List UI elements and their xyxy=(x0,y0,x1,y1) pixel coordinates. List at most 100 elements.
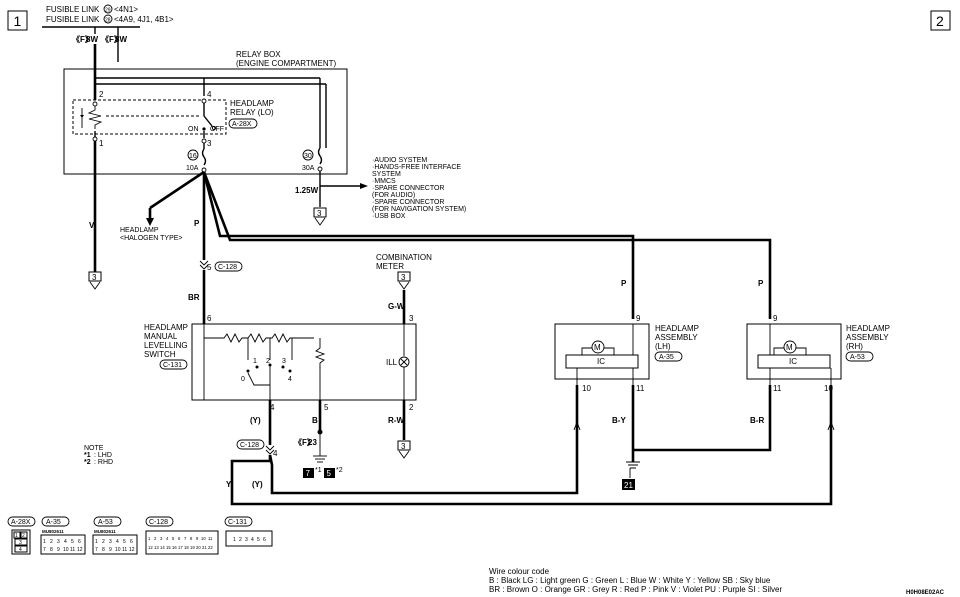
svg-text:B-R: B-R xyxy=(750,416,764,425)
svg-text:10: 10 xyxy=(63,547,69,553)
svg-text:11: 11 xyxy=(122,547,127,553)
svg-text:《F》: 《F》 xyxy=(101,34,122,44)
svg-text:3: 3 xyxy=(317,209,322,218)
drawing-code: H0H08E02AC xyxy=(906,590,945,596)
svg-text:5: 5 xyxy=(71,539,74,545)
svg-text:2: 2 xyxy=(50,539,53,545)
svg-text:8: 8 xyxy=(50,547,53,553)
svg-text:11: 11 xyxy=(70,547,75,553)
svg-text:14: 14 xyxy=(160,545,165,550)
svg-text:: RHD: : RHD xyxy=(94,459,113,466)
svg-text:19: 19 xyxy=(190,545,195,550)
svg-text:P: P xyxy=(194,219,200,228)
svg-text:11: 11 xyxy=(208,536,213,541)
svg-text:C-128: C-128 xyxy=(218,264,237,271)
svg-text:R-W: R-W xyxy=(388,416,404,425)
svg-text:ILL: ILL xyxy=(386,358,398,367)
svg-text:2: 2 xyxy=(239,537,242,543)
svg-text:·HANDS-FREE INTERFACE: ·HANDS-FREE INTERFACE xyxy=(372,164,461,171)
svg-text:MANUAL: MANUAL xyxy=(144,332,178,341)
svg-text:(FOR NAVIGATION SYSTEM): (FOR NAVIGATION SYSTEM) xyxy=(372,206,466,213)
svg-text:15: 15 xyxy=(166,545,171,550)
svg-text:IC: IC xyxy=(789,357,797,366)
svg-text:9: 9 xyxy=(196,536,199,541)
svg-text:1: 1 xyxy=(99,139,104,148)
svg-text:10: 10 xyxy=(824,384,833,393)
svg-text:B : Black LG : Light green: B : Black LG : Light green G : Green L :… xyxy=(489,576,771,585)
switch-output-wires: (Y) 4 C-128 Y (Y) B 《F》 23 7 *1 5 *2 R-W… xyxy=(226,385,833,506)
svg-text:8W: 8W xyxy=(86,35,98,44)
svg-text:10: 10 xyxy=(582,384,591,393)
svg-text:7: 7 xyxy=(184,536,187,541)
svg-text:SYSTEM: SYSTEM xyxy=(372,171,401,178)
svg-text:2: 2 xyxy=(99,90,104,99)
svg-text:V: V xyxy=(89,221,95,230)
svg-text:20: 20 xyxy=(196,545,201,550)
svg-text:10: 10 xyxy=(201,536,206,541)
svg-text:3: 3 xyxy=(401,442,406,451)
svg-text:4: 4 xyxy=(116,539,119,545)
svg-text:METER: METER xyxy=(376,262,404,271)
svg-text:(RH): (RH) xyxy=(846,342,863,351)
svg-text:ON: ON xyxy=(188,126,199,133)
svg-text:: LHD: : LHD xyxy=(94,452,112,459)
svg-text:NOTE: NOTE xyxy=(84,445,104,452)
svg-text:2: 2 xyxy=(409,403,414,412)
svg-text:(LH): (LH) xyxy=(655,342,671,351)
connector-legend: A-28X 1 2 3 4 A-35 MU802611 1 2 3 4 5 6 … xyxy=(7,516,273,555)
svg-text:HEADLAMP: HEADLAMP xyxy=(120,227,159,234)
svg-text:HEADLAMP: HEADLAMP xyxy=(230,99,274,108)
svg-text:1.25W: 1.25W xyxy=(295,186,319,195)
svg-text:8: 8 xyxy=(190,536,193,541)
svg-text:2: 2 xyxy=(936,13,944,29)
svg-text:12: 12 xyxy=(129,547,135,553)
svg-text:8: 8 xyxy=(102,547,105,553)
svg-text:7: 7 xyxy=(306,469,311,478)
svg-text:M: M xyxy=(786,343,793,352)
relay-box: RELAY BOX (ENGINE COMPARTMENT) 2 4 1 ON … xyxy=(63,50,348,235)
svg-text:13: 13 xyxy=(154,545,159,550)
svg-text:30: 30 xyxy=(304,153,312,160)
svg-text:RELAY BOX: RELAY BOX xyxy=(236,50,281,59)
svg-text:·SPARE CONNECTOR: ·SPARE CONNECTOR xyxy=(372,199,444,206)
svg-text:MU802611: MU802611 xyxy=(42,529,64,534)
wire-colour-code: Wire colour code B : Black LG : Light gr… xyxy=(489,567,782,594)
svg-text:10: 10 xyxy=(115,547,121,553)
svg-text:1: 1 xyxy=(148,536,151,541)
svg-text:IC: IC xyxy=(597,357,605,366)
svg-text:Y: Y xyxy=(226,480,232,489)
page-marker-right: 2 xyxy=(930,10,951,31)
svg-text:A-35: A-35 xyxy=(46,519,61,526)
svg-text:C-131: C-131 xyxy=(228,519,247,526)
audio-feed: 1.25W 3 xyxy=(295,171,368,226)
svg-text:·USB BOX: ·USB BOX xyxy=(372,213,406,220)
headlamp-assembly-rh: 9 IC M 11 10 HEADLAMP ASSEMBLY (RH) A-53 xyxy=(746,314,890,438)
svg-text:28: 28 xyxy=(105,18,111,24)
svg-text:B: B xyxy=(312,416,318,425)
svg-text:1: 1 xyxy=(233,537,236,543)
svg-text:G-W: G-W xyxy=(388,302,405,311)
svg-text:0: 0 xyxy=(241,376,245,383)
svg-text:17: 17 xyxy=(178,545,183,550)
svg-text:23: 23 xyxy=(308,438,317,447)
svg-text:16: 16 xyxy=(189,153,197,160)
svg-text:A-35: A-35 xyxy=(659,354,674,361)
svg-text:21: 21 xyxy=(202,545,207,550)
audio-system-list: ·AUDIO SYSTEM ·HANDS-FREE INTERFACE SYST… xyxy=(372,157,466,220)
svg-text:C-128: C-128 xyxy=(240,442,259,449)
svg-text:P: P xyxy=(758,279,764,288)
svg-text:3: 3 xyxy=(19,540,22,546)
page-marker-left: 1 xyxy=(7,10,28,31)
connector-a28x: A-28X 1 2 3 4 xyxy=(7,516,36,555)
svg-text:10A: 10A xyxy=(186,165,199,172)
svg-text:1: 1 xyxy=(14,13,22,29)
svg-text:*1: *1 xyxy=(84,452,91,459)
svg-text:18: 18 xyxy=(184,545,189,550)
svg-text:*2: *2 xyxy=(84,459,91,466)
svg-text:6: 6 xyxy=(178,536,181,541)
svg-text:2: 2 xyxy=(102,539,105,545)
levelling-switch: HEADLAMP MANUAL LEVELLING SWITCH C-131 6… xyxy=(144,314,417,412)
svg-text:4: 4 xyxy=(207,90,212,99)
svg-text:5: 5 xyxy=(324,403,329,412)
svg-text:《F》: 《F》 xyxy=(72,34,93,44)
